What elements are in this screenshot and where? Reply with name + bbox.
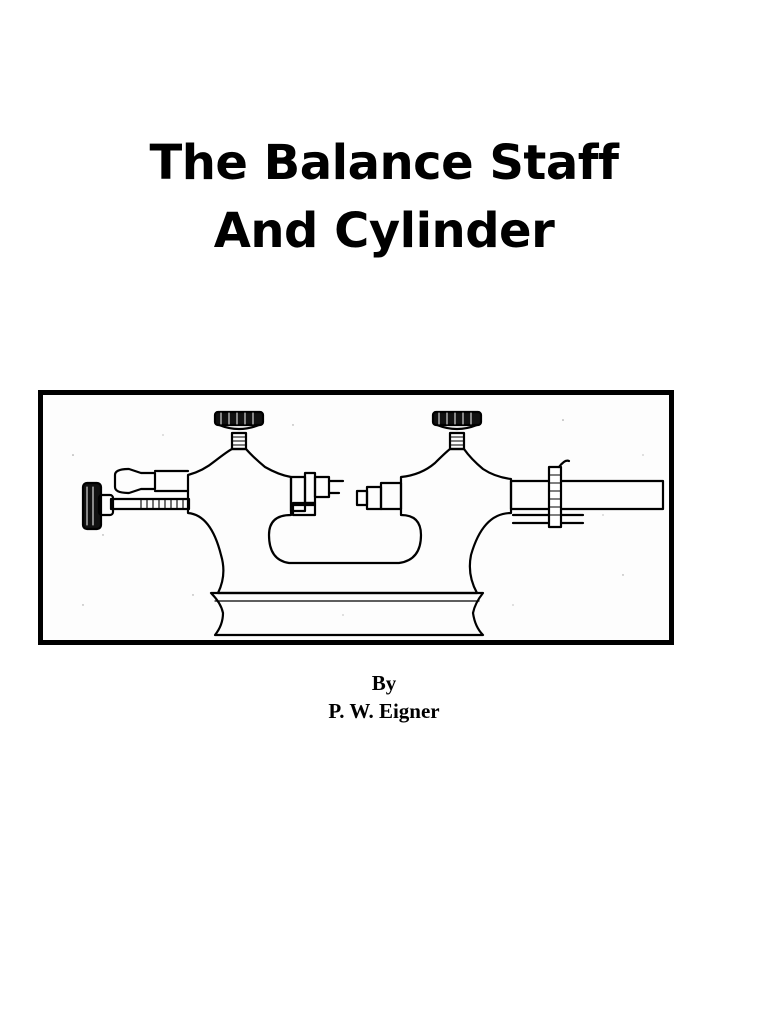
right-spindle (509, 459, 665, 529)
title-line-1: The Balance Staff (149, 135, 619, 191)
cover-illustration-frame (38, 390, 674, 645)
left-chuck (289, 471, 345, 517)
author-name: P. W. Eigner (328, 699, 440, 723)
right-chuck (355, 481, 403, 511)
watchmaker-lathe-illustration-icon (72, 410, 665, 637)
left-spindle (81, 467, 191, 531)
left-top-knob (213, 410, 265, 451)
title-line-2: And Cylinder (213, 203, 555, 259)
by-label: By (371, 671, 397, 695)
right-top-knob (431, 410, 483, 451)
